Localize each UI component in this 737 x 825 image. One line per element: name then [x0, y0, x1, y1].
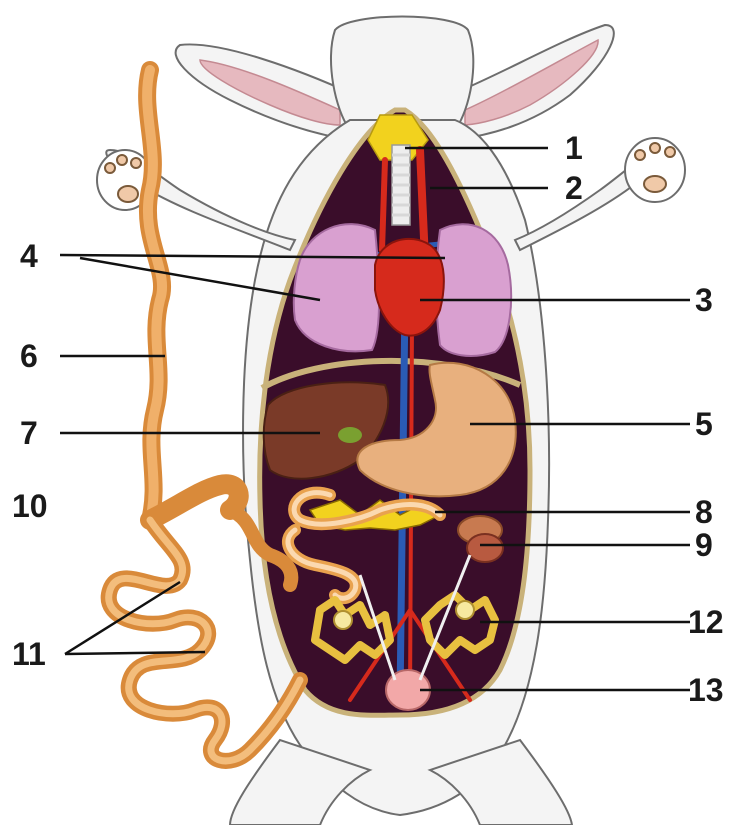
label-3: 3 — [695, 284, 713, 316]
label-2: 2 — [565, 172, 583, 204]
left-gonad — [334, 611, 352, 629]
label-4: 4 — [20, 240, 38, 272]
label-9: 9 — [695, 529, 713, 561]
left-paw-toe-2 — [117, 155, 127, 165]
right-paw-toe-2 — [650, 143, 660, 153]
trachea — [392, 145, 410, 225]
gallbladder — [338, 427, 362, 443]
left-paw-toe-1 — [105, 163, 115, 173]
label-10: 10 — [12, 490, 48, 522]
right-paw-toe-3 — [665, 147, 675, 157]
label-7: 7 — [20, 417, 38, 449]
label-8: 8 — [695, 496, 713, 528]
label-13: 13 — [688, 674, 724, 706]
kidney — [467, 534, 503, 562]
label-6: 6 — [20, 340, 38, 372]
right-lung — [436, 224, 511, 356]
right-paw-toe-1 — [635, 150, 645, 160]
right-gonad — [456, 601, 474, 619]
label-12: 12 — [688, 606, 724, 638]
label-11: 11 — [12, 638, 46, 670]
right-paw-pad — [644, 176, 666, 192]
label-5: 5 — [695, 408, 713, 440]
label-1: 1 — [565, 132, 583, 164]
left-paw-toe-3 — [131, 158, 141, 168]
left-paw-pad — [118, 186, 138, 202]
